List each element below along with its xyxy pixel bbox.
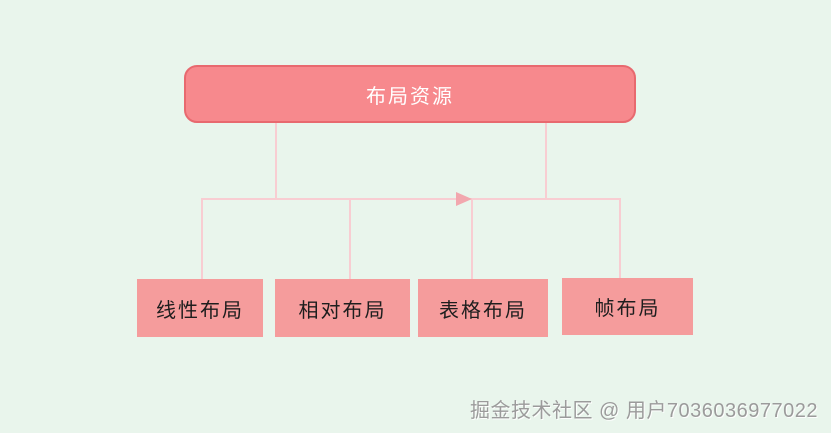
node-relative-layout-label: 相对布局: [298, 299, 387, 322]
node-table-layout[interactable]: 表格布局: [418, 279, 548, 337]
connector-drop-relative: [349, 198, 351, 279]
arrow-right-icon: [456, 192, 472, 206]
connector-drop-frame: [619, 198, 621, 278]
connector-drop-table: [471, 198, 473, 279]
node-linear-layout-label: 线性布局: [156, 299, 244, 322]
node-relative-layout[interactable]: 相对布局: [275, 279, 410, 337]
watermark-text: 掘金技术社区 @ 用户7036036977022: [469, 400, 818, 422]
connector-root-left: [275, 123, 277, 200]
connector-root-right: [545, 123, 547, 200]
node-frame-layout[interactable]: 帧布局: [562, 278, 693, 335]
node-linear-layout[interactable]: 线性布局: [137, 279, 263, 337]
connector-drop-linear: [201, 198, 203, 279]
node-layout-resources-label: 布局资源: [366, 85, 454, 108]
node-frame-layout-label: 帧布局: [594, 298, 661, 320]
node-table-layout-label: 表格布局: [439, 299, 527, 322]
node-layout-resources[interactable]: 布局资源: [184, 65, 636, 123]
connector-horizontal-bus: [201, 198, 621, 200]
